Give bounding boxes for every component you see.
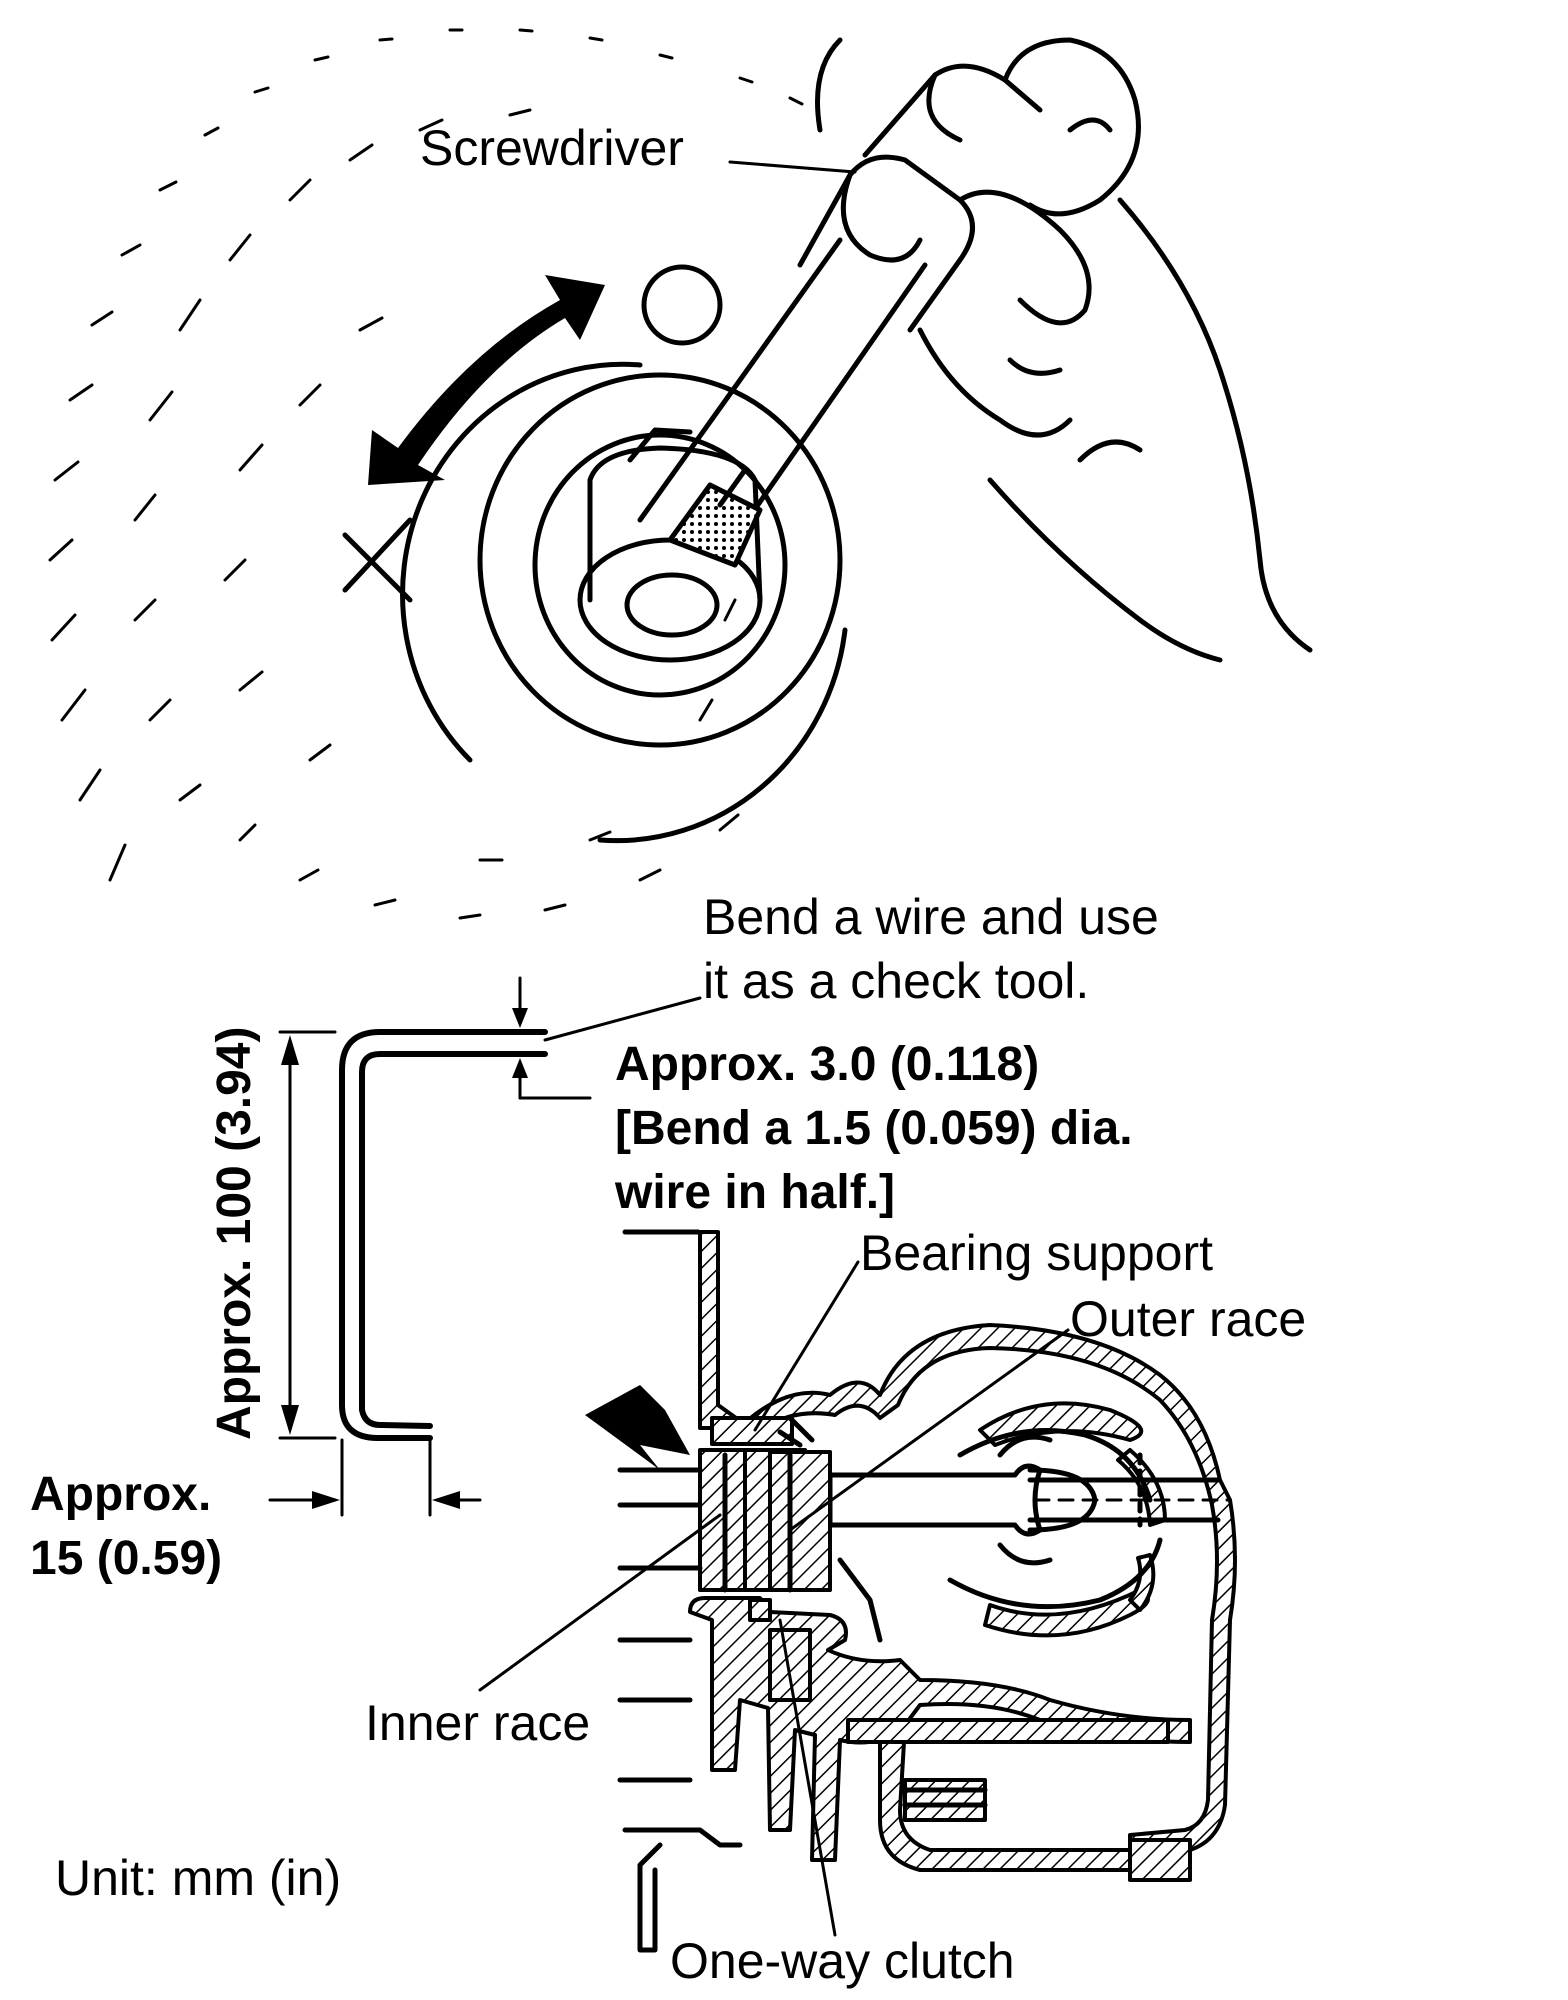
one-way-clutch-leader (778, 1618, 837, 1937)
inner-ring (532, 432, 788, 698)
middle-ring (477, 372, 843, 748)
stator-arms (1027, 1477, 1221, 1523)
check-tool-label-line1: Bend a wire and use (703, 889, 1159, 945)
screwdriver (637, 63, 1043, 568)
length-dim-arrowhead-bottom (281, 1405, 299, 1435)
check-tool-diagram: Bend a wire and use it as a check tool. … (30, 889, 1159, 1585)
length-dim-extensions (278, 1030, 337, 1440)
hub-bore (624, 572, 720, 638)
outer-ring-arc-right (597, 627, 848, 844)
foot-dim-label-line2: 15 (0.59) (30, 1532, 222, 1585)
x-mark-icon (342, 517, 413, 603)
outer-race-label: Outer race (1070, 1291, 1306, 1347)
hand (815, 37, 1313, 663)
inner-race-leader (478, 1513, 722, 1692)
outer-ring-arc (400, 361, 643, 763)
clutch-link (837, 1557, 883, 1643)
tip-dim-label-line1: Approx. 3.0 (0.118) (615, 1038, 1039, 1091)
race-separators (722, 1452, 793, 1593)
screwdriver-leader (728, 160, 857, 174)
insert-arrow-icon (585, 1385, 690, 1470)
bearing-detail (777, 1415, 815, 1448)
converter-face-ticks (48, 28, 804, 920)
stator-arm-curves (997, 1434, 1053, 1566)
tip-dim-label-line2: [Bend a 1.5 (0.059) dia. (615, 1102, 1133, 1155)
torus-inner-curve-top (957, 1428, 1153, 1503)
wire-inner (359, 1051, 548, 1429)
cross-section-diagram: Bearing support Outer race Inner race On… (365, 1225, 1306, 1989)
foot-dim-arrowhead-left (312, 1491, 340, 1509)
wire-outer (339, 1029, 548, 1441)
stator-shaft (827, 1463, 1043, 1537)
tip-dim-arrowhead-bottom (512, 1058, 528, 1078)
turbine-blade-lower (983, 1588, 1150, 1638)
outer-race-leader (788, 1328, 1070, 1532)
screwdriver-label: Screwdriver (420, 120, 684, 176)
piston-plates (902, 1787, 988, 1808)
clutch-plate (846, 1718, 1170, 1744)
unit-label: Unit: mm (in) (55, 1850, 341, 1906)
tip-dim-arrowhead-top (512, 1008, 528, 1028)
foot-dim-arrowhead-right (432, 1491, 460, 1509)
clutch-roller (748, 1598, 772, 1622)
one-way-clutch-label: One-way clutch (670, 1933, 1015, 1989)
length-dim-arrowhead-top (281, 1035, 299, 1065)
lower-shaft-lines (617, 1637, 693, 1783)
check-tool-label-line2: it as a check tool. (703, 953, 1089, 1009)
torus-inner-curve-bottom (947, 1537, 1163, 1610)
check-tool-leader (543, 996, 702, 1042)
bell-housing-edge (637, 1842, 663, 1953)
input-shaft-lines (617, 1467, 703, 1571)
bearing-support-leader (753, 1260, 860, 1432)
clutch-sprag (768, 1628, 812, 1702)
converter-boss (1128, 1838, 1192, 1882)
double-arrow-icon (368, 275, 605, 485)
converter-hole (641, 264, 723, 346)
bearing-cap (710, 1416, 794, 1446)
lower-edge (622, 1827, 743, 1848)
torque-converter-illustration: Screwdriver (48, 28, 1313, 920)
inner-race-label: Inner race (365, 1695, 590, 1751)
housing-wall (696, 1230, 752, 1430)
bearing-support-label: Bearing support (860, 1225, 1213, 1281)
foot-dim-extensions (340, 1438, 432, 1517)
length-dim-label: Approx. 100 (3.94) (208, 1027, 261, 1440)
foot-dim-label-line1: Approx. (30, 1468, 211, 1521)
piston (903, 1778, 987, 1822)
tip-dim-label-line3: wire in half.] (614, 1166, 895, 1219)
hub-notch (627, 427, 693, 463)
